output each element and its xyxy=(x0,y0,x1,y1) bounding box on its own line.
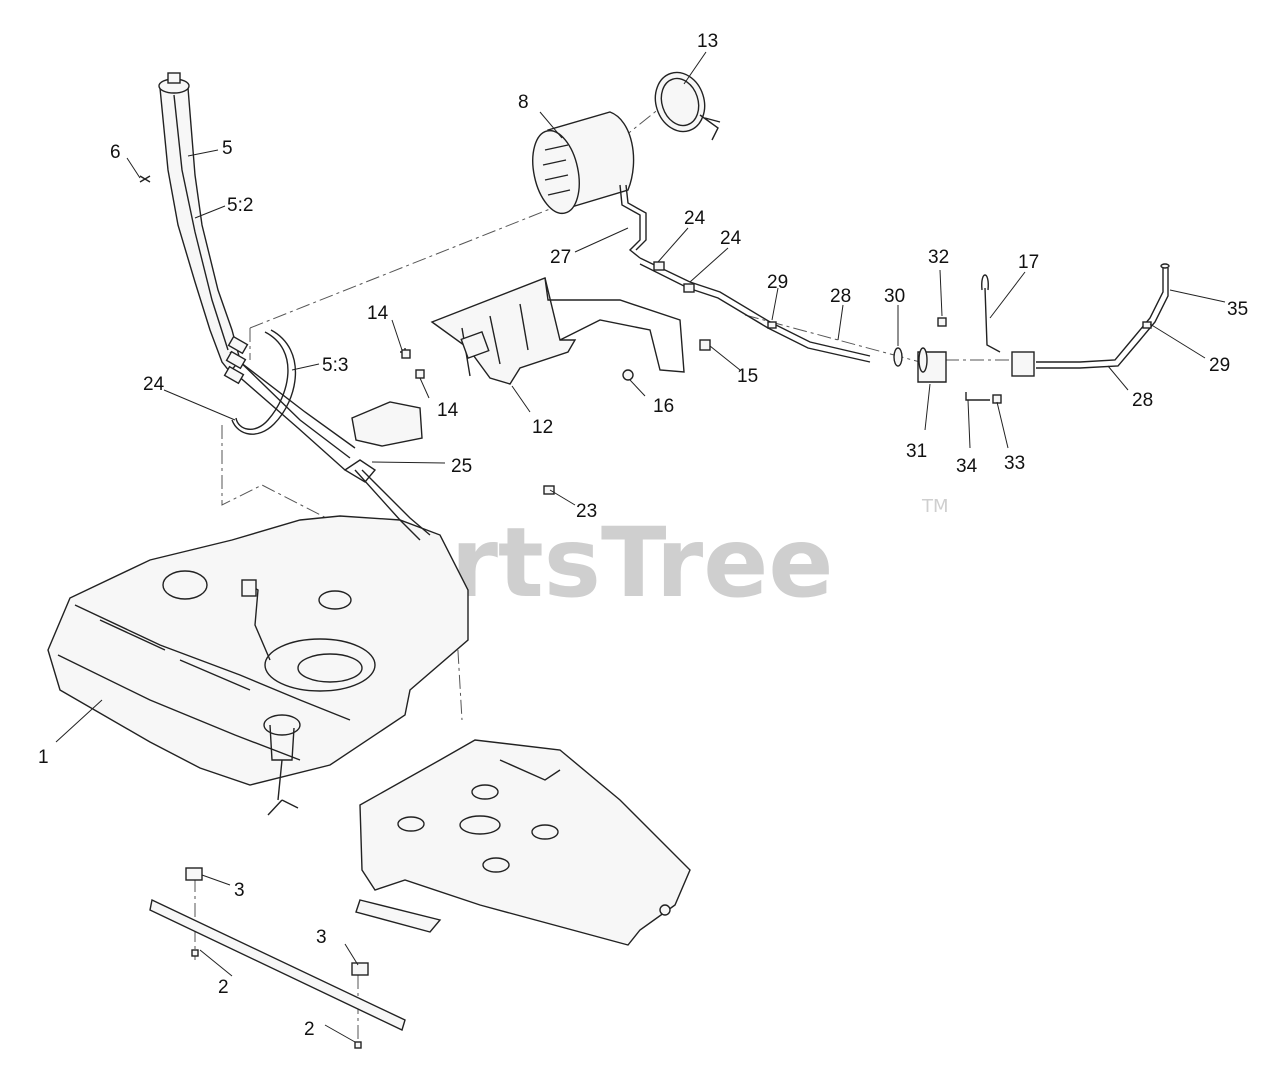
callout-16: 16 xyxy=(653,396,674,417)
runner-strip xyxy=(149,867,406,1049)
callout-24: 24 xyxy=(720,228,742,249)
callout-33: 33 xyxy=(1004,453,1025,474)
fasteners xyxy=(400,339,711,495)
callout-30: 30 xyxy=(884,286,905,307)
callout-labels: 1 2 2 3 3 5 5:2 5:3 6 8 12 13 14 14 15 1… xyxy=(38,31,1248,1040)
callout-13: 13 xyxy=(697,31,718,52)
callout-29: 29 xyxy=(1209,355,1230,376)
callout-6: 6 xyxy=(110,142,121,163)
leader-lines xyxy=(55,51,1226,1043)
right-hose xyxy=(1036,263,1170,369)
fuel-tank xyxy=(47,469,469,816)
callout-3: 3 xyxy=(234,880,245,901)
callout-5-3: 5:3 xyxy=(322,355,348,376)
callout-5: 5 xyxy=(222,138,233,159)
clamp-plate xyxy=(343,401,423,483)
callout-25: 25 xyxy=(451,456,472,477)
callout-1: 1 xyxy=(38,747,49,768)
charcoal-canister xyxy=(532,111,647,259)
callout-27: 27 xyxy=(550,247,571,268)
filler-neck xyxy=(158,72,356,471)
callout-29: 29 xyxy=(767,272,788,293)
callout-15: 15 xyxy=(737,366,758,387)
callout-17: 17 xyxy=(1018,252,1039,273)
watermark-trademark: TM xyxy=(921,496,949,517)
callout-34: 34 xyxy=(956,456,978,477)
mounting-bracket xyxy=(430,277,685,385)
callout-31: 31 xyxy=(906,441,927,462)
callout-3: 3 xyxy=(316,927,327,948)
callout-28: 28 xyxy=(1132,390,1153,411)
deck-plate xyxy=(355,739,691,946)
vent-hose-loop xyxy=(231,329,297,435)
valve-assembly xyxy=(893,274,1035,404)
vent-line xyxy=(639,257,871,363)
callout-12: 12 xyxy=(532,417,553,438)
callout-24: 24 xyxy=(143,374,165,395)
clip-part xyxy=(139,175,151,183)
callout-8: 8 xyxy=(518,92,529,113)
callout-5-2: 5:2 xyxy=(227,195,253,216)
canister-strap xyxy=(654,71,721,141)
callout-2: 2 xyxy=(218,977,229,998)
callout-14: 14 xyxy=(367,303,389,324)
callout-23: 23 xyxy=(576,501,597,522)
callout-14: 14 xyxy=(437,400,459,421)
callout-2: 2 xyxy=(304,1019,315,1040)
callout-35: 35 xyxy=(1227,299,1248,320)
callout-28: 28 xyxy=(830,286,851,307)
callout-32: 32 xyxy=(928,247,949,268)
callout-24: 24 xyxy=(684,208,706,229)
